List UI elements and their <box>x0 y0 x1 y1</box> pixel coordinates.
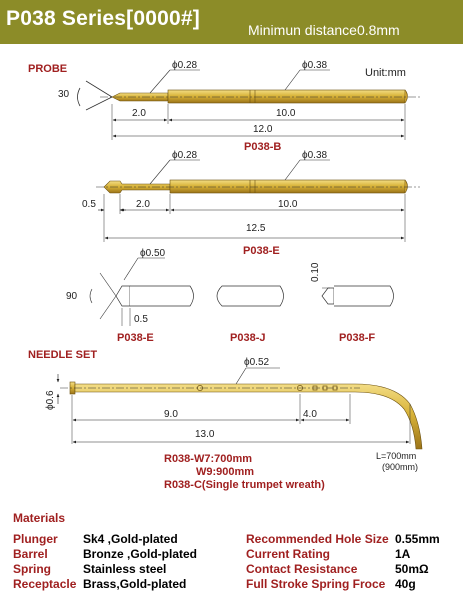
probe-b-drawing: 30 ϕ0.28 ϕ0.38 2.0 <box>58 60 420 153</box>
spec-label: Recommended Hole Size <box>246 532 389 546</box>
spec-value: 40g <box>395 577 416 591</box>
tip-details: 90 ϕ0.50 0.5 P038-E P038-J 0.10 P038-F <box>66 248 394 344</box>
material-row: Barrel <box>13 547 48 561</box>
b-name: P038-B <box>244 141 281 153</box>
e-dim-05: 0.5 <box>82 199 96 210</box>
material-row: Receptacle <box>13 577 76 591</box>
probe-label: PROBE <box>28 63 67 75</box>
d-angle-90: 90 <box>66 291 78 302</box>
n-phi: ϕ0.52 <box>244 357 270 368</box>
needle-label: NEEDLE SET <box>28 349 97 361</box>
n-dim-4: 4.0 <box>303 409 317 420</box>
d-dim-05: 0.5 <box>134 314 148 325</box>
header-bar: P038 Series[0000#] Minimun distance0.8mm <box>0 0 463 44</box>
material-label: Spring <box>13 562 51 576</box>
r-line-1: R038-W7:700mm <box>164 453 252 465</box>
b-dim-10: 10.0 <box>276 108 296 119</box>
n-dim-13: 13.0 <box>195 429 215 440</box>
spec-row: Current Rating <box>246 547 330 561</box>
material-value: Brass,Gold-plated <box>83 577 187 591</box>
series-title: P038 Series[0000#] <box>6 7 200 30</box>
b-dim-2: 2.0 <box>132 108 146 119</box>
materials-section: Materials Plunger Sk4 ,Gold-plated Barre… <box>0 505 463 605</box>
needle-set-drawing: NEEDLE SET ϕ0.52 ϕ0.6 9.0 4.0 13.0 <box>28 349 423 491</box>
e-dim-2: 2.0 <box>136 199 150 210</box>
min-distance-label: Minimun distance0.8mm <box>248 22 400 38</box>
spec-value: 1A <box>395 547 411 561</box>
spec-label: Current Rating <box>246 547 330 561</box>
unit-label: Unit:mm <box>365 67 406 79</box>
n-length-1: L=700mm <box>376 451 416 461</box>
b-phi-body: ϕ0.38 <box>302 60 328 71</box>
material-row: Plunger <box>13 532 58 546</box>
spec-row: Contact Resistance <box>246 562 357 576</box>
r-line-2: W9:900mm <box>196 466 254 478</box>
technical-drawing: PROBE Unit:mm 30 ϕ0.28 ϕ0.38 <box>28 60 423 491</box>
detail-j-name: P038-J <box>230 332 265 344</box>
e-dim-125: 12.5 <box>246 223 266 234</box>
spec-label: Full Stroke Spring Froce <box>246 577 386 591</box>
material-label: Plunger <box>13 532 58 546</box>
material-value: Stainless steel <box>83 562 167 576</box>
material-value: Bronze ,Gold-plated <box>83 547 197 561</box>
n-dim-9: 9.0 <box>164 409 178 420</box>
e-dim-10: 10.0 <box>278 199 298 210</box>
spec-row: Recommended Hole Size <box>246 532 389 546</box>
detail-e-name: P038-E <box>117 332 154 344</box>
e-phi-tip: ϕ0.28 <box>172 150 198 161</box>
b-phi-tip: ϕ0.28 <box>172 60 198 71</box>
probe-e-drawing: ϕ0.28 ϕ0.38 0.5 2.0 10.0 12.5 P038-E <box>82 150 420 257</box>
d-phi: ϕ0.50 <box>140 248 166 259</box>
b-dim-12: 12.0 <box>253 124 273 135</box>
n-length-2: (900mm) <box>382 462 418 472</box>
spec-value: 50mΩ <box>395 562 429 576</box>
materials-heading: Materials <box>13 511 66 525</box>
material-row: Spring <box>13 562 51 576</box>
n-dim-06: ϕ0.6 <box>45 390 56 410</box>
spec-row: Full Stroke Spring Froce <box>246 577 385 591</box>
e-name: P038-E <box>243 245 280 257</box>
angle-30-label: 30 <box>58 89 70 100</box>
r-line-3: R038-C(Single trumpet wreath) <box>164 479 325 491</box>
detail-f-name: P038-F <box>339 332 375 344</box>
e-phi-body: ϕ0.38 <box>302 150 328 161</box>
material-label: Receptacle <box>13 577 77 591</box>
material-label: Barrel <box>13 547 48 561</box>
spec-label: Contact Resistance <box>246 562 358 576</box>
material-value: Sk4 ,Gold-plated <box>83 532 178 546</box>
spec-value: 0.55mm <box>395 532 440 546</box>
d-dim-010: 0.10 <box>310 262 321 282</box>
